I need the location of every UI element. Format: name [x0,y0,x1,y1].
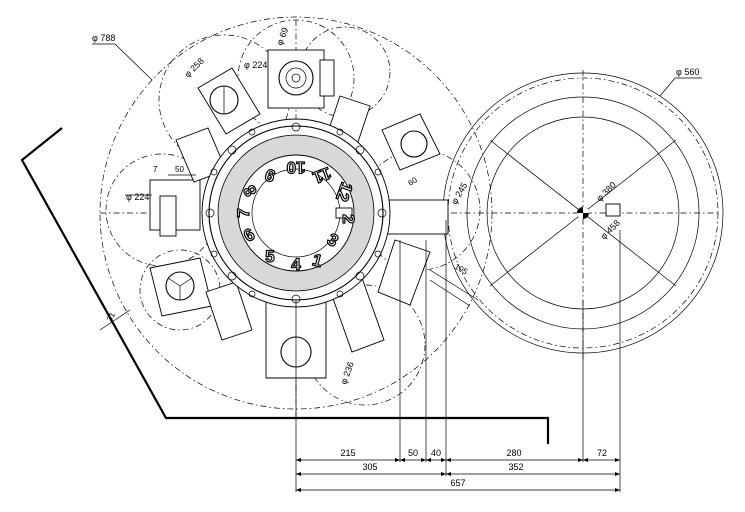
label-50-tool: 50 [175,165,184,174]
label-d245: φ 245 [449,181,469,206]
turret-number-2: 2 [339,214,358,223]
label-60: 60 [407,175,420,188]
station-ll-inner [205,281,253,341]
label-d458: φ 458 [598,218,622,242]
turret-number-4: 4 [291,255,301,274]
label-d258: φ 258 [182,56,206,80]
station-top-holder [278,60,314,96]
label-7: 7 [153,165,158,174]
turret-number-5: 5 [265,247,274,266]
dim-352: 352 [508,462,523,472]
turret-key [335,207,353,219]
station-left-tool [159,195,177,237]
dim-280: 280 [506,448,521,458]
label-d236: φ 236 [338,360,355,385]
bottom-dimension-lines [295,220,621,492]
station-rl-tool [429,269,479,307]
dim-50: 50 [408,448,418,458]
station-top-core [291,73,301,83]
label-d224-left: φ 224 [126,192,149,202]
turret-number-7: 7 [234,208,253,217]
dim-305: 305 [362,462,377,472]
station-top-side [319,59,335,97]
chuck-center-quadrant [577,207,589,219]
turret-number-10: 10 [287,158,306,177]
dim-215: 215 [340,448,355,458]
station-ll-drill-mark [167,277,193,300]
station-rl-block [377,239,431,306]
label-d560: φ 560 [676,67,699,77]
leader-560 [659,77,676,97]
tool-swing-236 [304,284,426,406]
leader-788 [114,43,153,81]
dim-40: 40 [431,448,441,458]
label-d380: φ 380 [594,180,618,204]
station-ru-holder [400,130,428,158]
station-ll-block [149,257,213,317]
label-d788: φ 788 [92,33,115,43]
station-ru-block [381,113,441,171]
machine-bed-outline [20,127,550,444]
dim-72: 72 [597,448,607,458]
label-105: 105 [453,262,470,277]
station-top-bore [285,67,307,89]
turret-center-plate [237,154,355,272]
dim-657: 657 [450,478,465,488]
tool-swing-245 [359,149,481,271]
chuck-jaw-square [605,203,621,217]
dim-31-line [99,309,131,331]
label-d224-top: φ 224 [244,60,267,70]
station-ul-block [197,67,261,135]
label-d69: φ 69 [274,26,290,47]
station-top-block [267,49,325,109]
